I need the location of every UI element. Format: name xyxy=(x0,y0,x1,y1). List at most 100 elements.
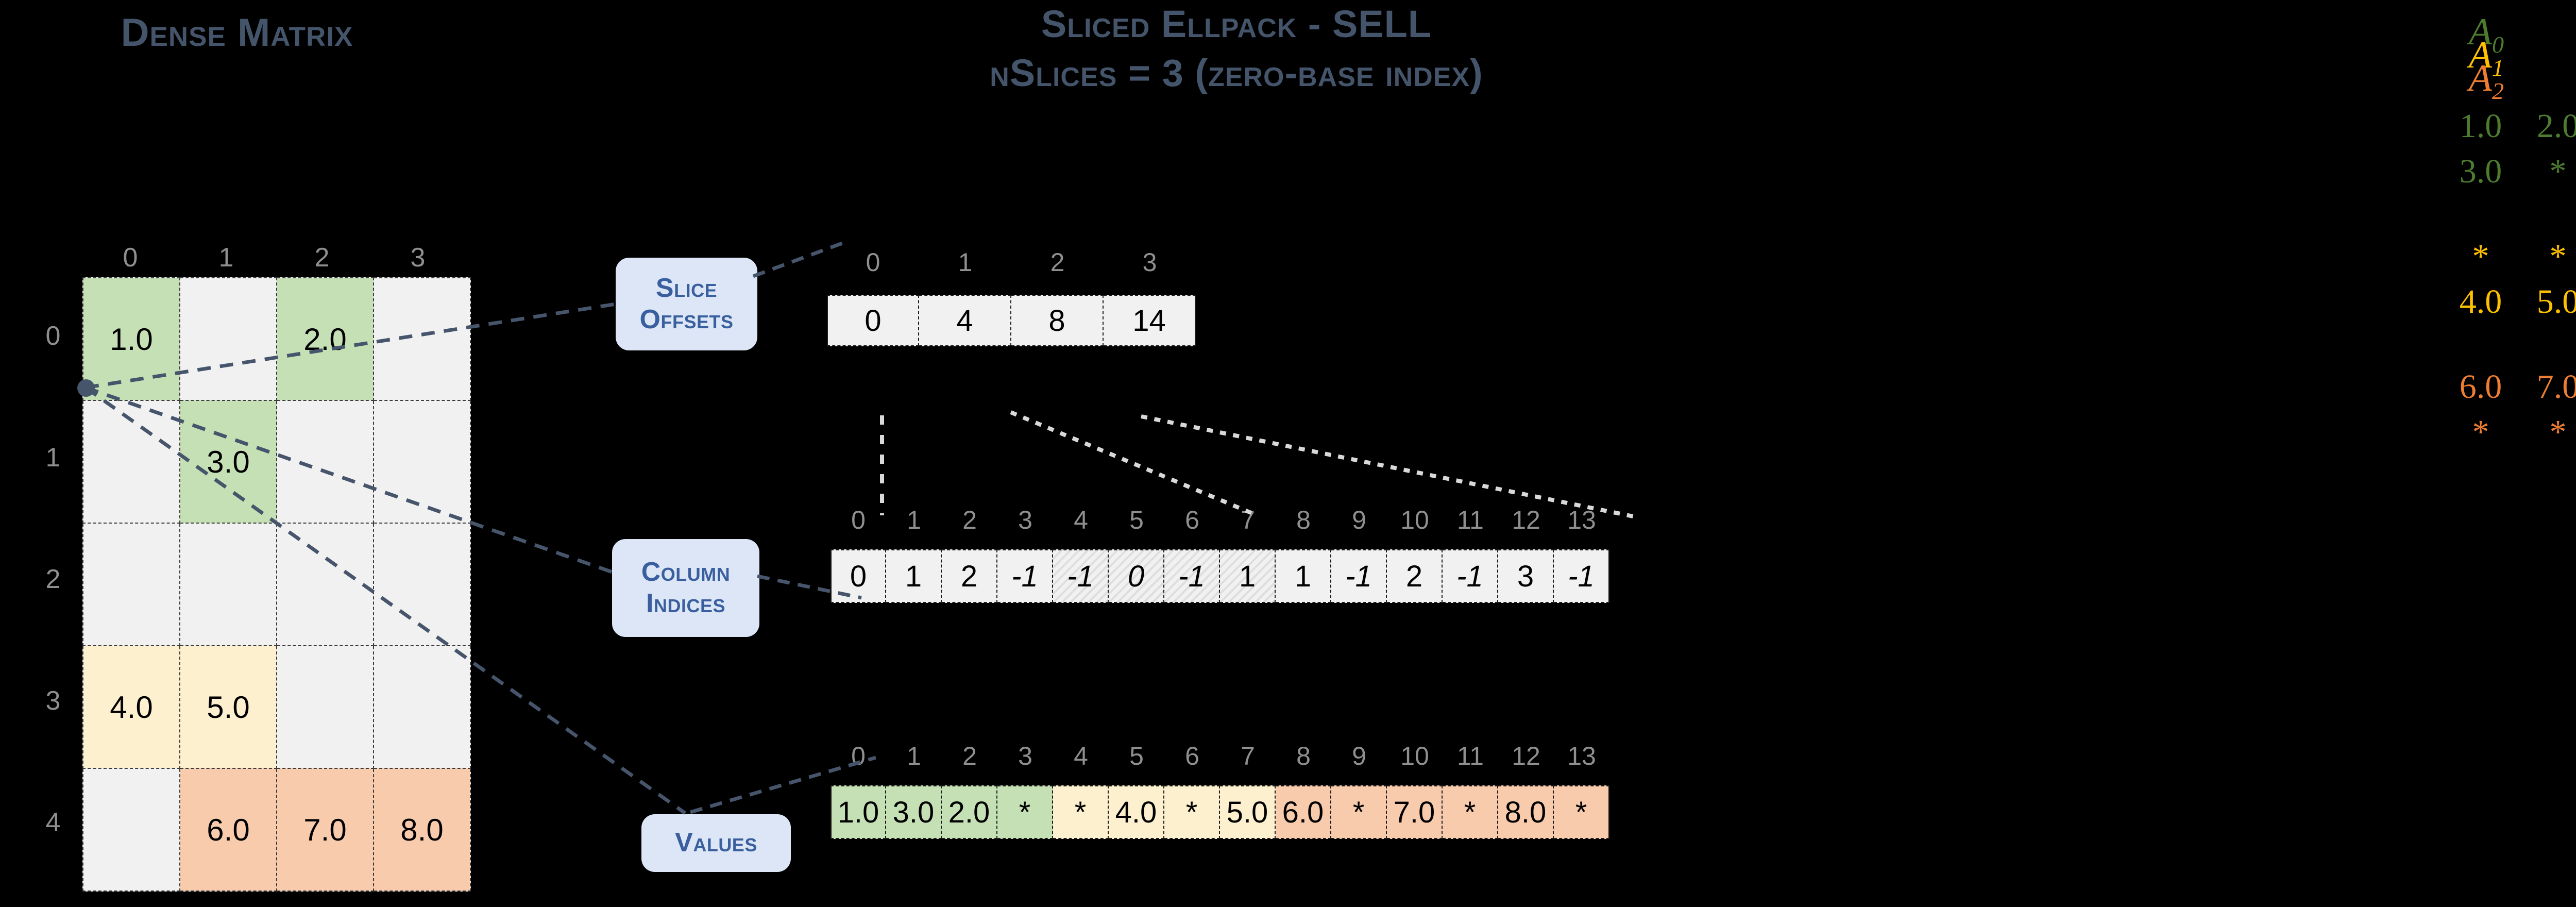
matrix-anchor-dot xyxy=(77,379,95,397)
matrix-cell-2-1 xyxy=(179,523,277,646)
column-indices-cell-7: 1 xyxy=(1220,549,1276,603)
slice-0-cell-0-1: 2.0 xyxy=(2536,107,2576,145)
slice-1-cell-0-1: * xyxy=(2549,238,2567,275)
matrix-col-header-1: 1 xyxy=(218,243,234,273)
values-index-11: 11 xyxy=(1457,742,1484,770)
values-index-9: 9 xyxy=(1352,742,1366,770)
column-indices-cell-0: 0 xyxy=(831,549,886,603)
slice-name-0: A0 xyxy=(2282,10,2504,58)
column-indices-index-10: 10 xyxy=(1400,506,1429,534)
column-indices-cell-10: 2 xyxy=(1387,549,1443,603)
guide-offset1-to-index4 xyxy=(1010,410,1258,517)
values-cell-9: * xyxy=(1331,785,1387,839)
values-index-5: 5 xyxy=(1129,742,1144,770)
slice-offsets-cell-3: 14 xyxy=(1104,295,1196,346)
values-index-0: 0 xyxy=(851,742,866,770)
matrix-cell-2-3 xyxy=(373,523,471,646)
column-indices-index-4: 4 xyxy=(1074,506,1088,534)
matrix-row-header-1: 1 xyxy=(45,443,61,473)
slice-name-subscript-1: 1 xyxy=(2492,54,2504,81)
slice-2-row-0: 6.07.08.0 xyxy=(2442,367,2576,407)
values-cell-3: * xyxy=(997,785,1053,839)
matrix-cell-3-3 xyxy=(373,645,471,769)
values-index-7: 7 xyxy=(1241,742,1255,770)
values-index-4: 4 xyxy=(1074,742,1088,770)
slice-name-letter-1: A xyxy=(2468,34,2492,76)
column-indices-cell-9: -1 xyxy=(1331,549,1387,603)
matrix-row: 3.0 xyxy=(82,400,471,524)
matrix-cell-3-2 xyxy=(276,645,374,769)
matrix-row-header-3: 3 xyxy=(45,686,61,716)
slice-name-subscript-2: 2 xyxy=(2492,77,2504,104)
slice-offsets-index-1: 1 xyxy=(958,248,973,277)
values-index-1: 1 xyxy=(907,742,921,770)
slice-0-cell-1-0: 3.0 xyxy=(2459,153,2502,190)
column-indices-index-6: 6 xyxy=(1185,506,1199,534)
slice-2-cell-1-1: * xyxy=(2549,413,2567,451)
label-column-indices-line2: Indices xyxy=(646,589,725,618)
values-index-6: 6 xyxy=(1185,742,1199,770)
slice-1-cell-0-0: * xyxy=(2472,238,2489,275)
matrix-cell-4-1: 6.0 xyxy=(179,768,277,892)
page-title-sell: Sliced Ellpack - SELL nSlices = 3 (zero-… xyxy=(747,0,1726,97)
values-cell-6: * xyxy=(1164,785,1220,839)
matrix-cell-3-0: 4.0 xyxy=(82,645,180,769)
slice-offsets-index-3: 3 xyxy=(1142,248,1157,277)
slice-2-cell-1-0: * xyxy=(2472,413,2489,451)
matrix-row-header-4: 4 xyxy=(45,808,61,837)
slice-name-letter-2: A xyxy=(2468,57,2492,99)
column-indices-index-8: 8 xyxy=(1296,506,1311,534)
matrix-cell-1-3 xyxy=(373,400,471,524)
matrix-row xyxy=(82,523,471,646)
column-indices-index-9: 9 xyxy=(1352,506,1366,534)
values-index-13: 13 xyxy=(1567,742,1596,770)
slice-name-letter-0: A xyxy=(2468,11,2492,53)
slice-offsets-cell-2: 8 xyxy=(1011,295,1104,346)
slice-2-cell-0-1: 7.0 xyxy=(2536,368,2576,406)
label-values[interactable]: Values xyxy=(641,814,791,872)
column-indices-cell-2: 2 xyxy=(942,549,997,603)
values-index-2: 2 xyxy=(962,742,977,770)
label-column-indices[interactable]: Column Indices xyxy=(612,539,759,637)
matrix-cell-0-1 xyxy=(179,277,277,401)
matrix-cell-1-1: 3.0 xyxy=(179,400,277,524)
column-indices-index-1: 1 xyxy=(907,506,921,534)
matrix-cell-0-3 xyxy=(373,277,471,401)
matrix-cell-2-0 xyxy=(82,523,180,646)
slice-offsets-cell-0: 0 xyxy=(827,295,919,346)
column-indices-cell-5: 0 xyxy=(1109,549,1164,603)
slice-1-row-0: ** xyxy=(2442,237,2576,276)
values-index-3: 3 xyxy=(1018,742,1032,770)
slice-0-row-1: 3.0* xyxy=(2442,152,2576,191)
values-cell-7: 5.0 xyxy=(1220,785,1276,839)
column-indices-index-0: 0 xyxy=(851,506,866,534)
label-slice-offsets[interactable]: Slice Offsets xyxy=(616,258,757,350)
matrix-col-header-3: 3 xyxy=(410,243,426,273)
values-cell-13: * xyxy=(1554,785,1609,839)
slice-name-subscript-0: 0 xyxy=(2492,31,2504,58)
matrix-cell-1-2 xyxy=(276,400,374,524)
values-cell-1: 3.0 xyxy=(886,785,942,839)
matrix-row-header-2: 2 xyxy=(45,564,61,594)
title-line-2: nSlices = 3 (zero-base index) xyxy=(990,51,1483,94)
matrix-cell-0-0: 1.0 xyxy=(82,277,180,401)
column-indices-index-12: 12 xyxy=(1512,506,1540,534)
title-line-1: Sliced Ellpack - SELL xyxy=(1041,3,1432,45)
page-title-dense-matrix: Dense Matrix xyxy=(121,11,353,55)
matrix-cell-1-0 xyxy=(82,400,180,524)
slice-name-2: A2 xyxy=(2282,57,2504,105)
column-indices-index-11: 11 xyxy=(1457,506,1484,534)
matrix-row-header-0: 0 xyxy=(45,321,61,351)
matrix-cell-4-3: 8.0 xyxy=(373,768,471,892)
label-values-text: Values xyxy=(675,828,757,858)
